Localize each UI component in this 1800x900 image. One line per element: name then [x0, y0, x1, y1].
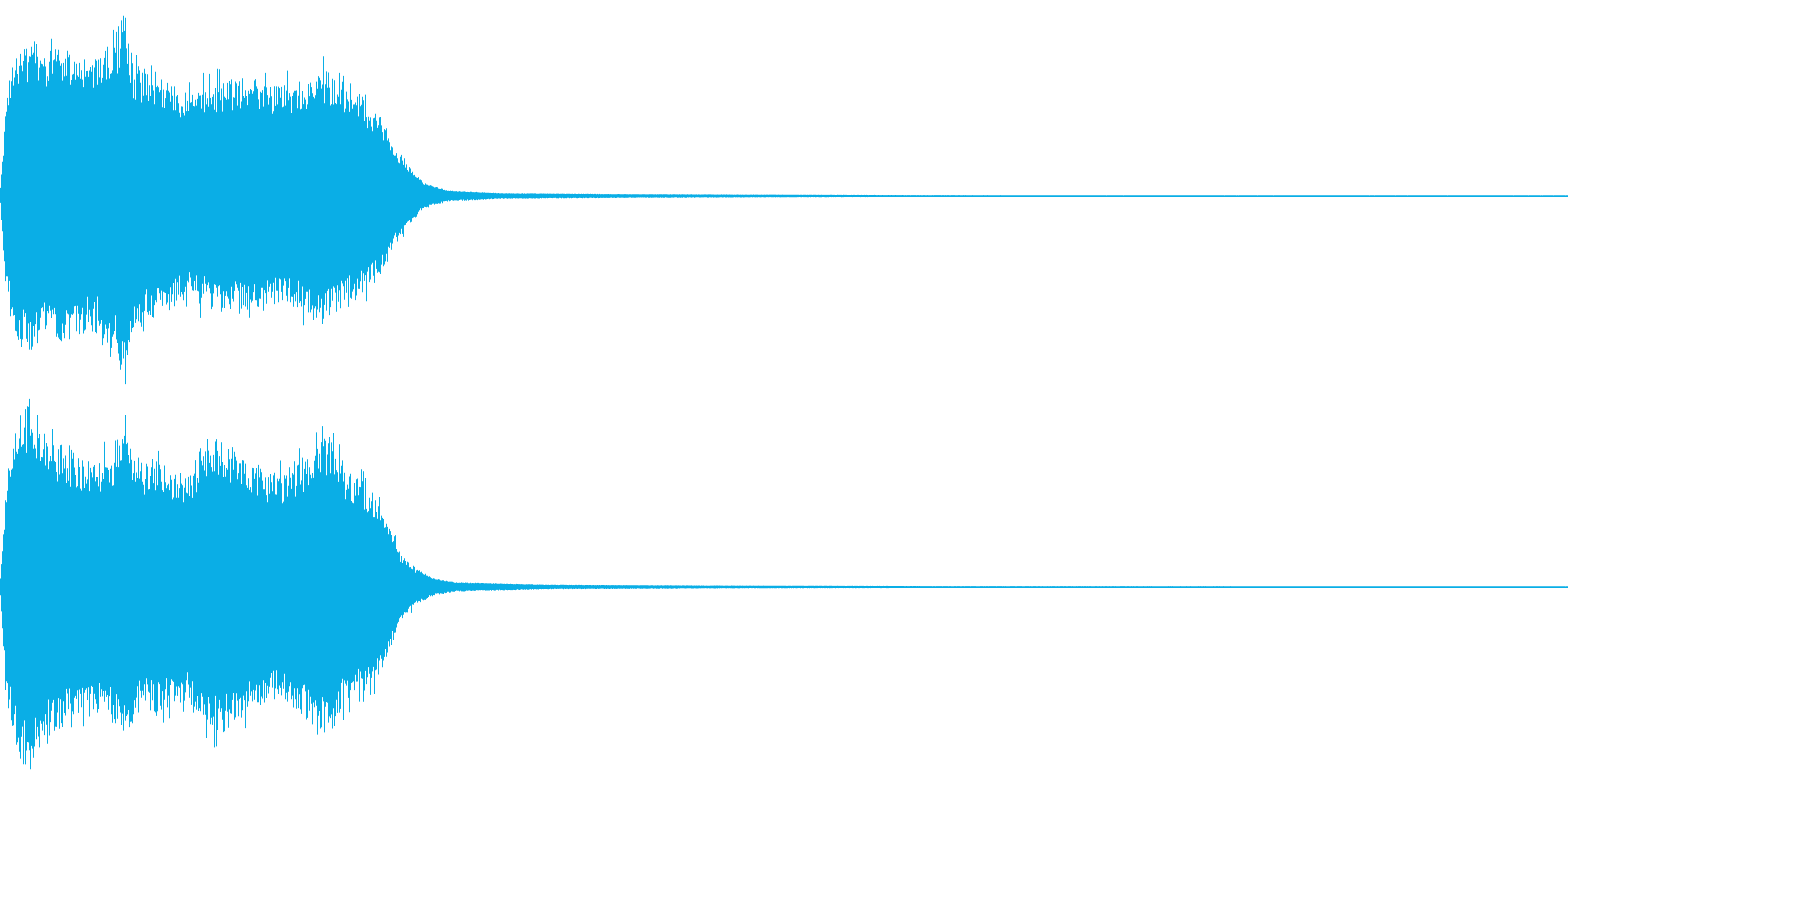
waveform-right-samples — [0, 398, 1568, 770]
waveform-left-svg — [0, 15, 1568, 385]
waveform-display — [0, 0, 1568, 782]
waveform-channel-left — [0, 0, 1568, 391]
waveform-channel-right — [0, 391, 1568, 782]
waveform-right-svg — [0, 398, 1568, 770]
waveform-left-samples — [0, 15, 1568, 385]
